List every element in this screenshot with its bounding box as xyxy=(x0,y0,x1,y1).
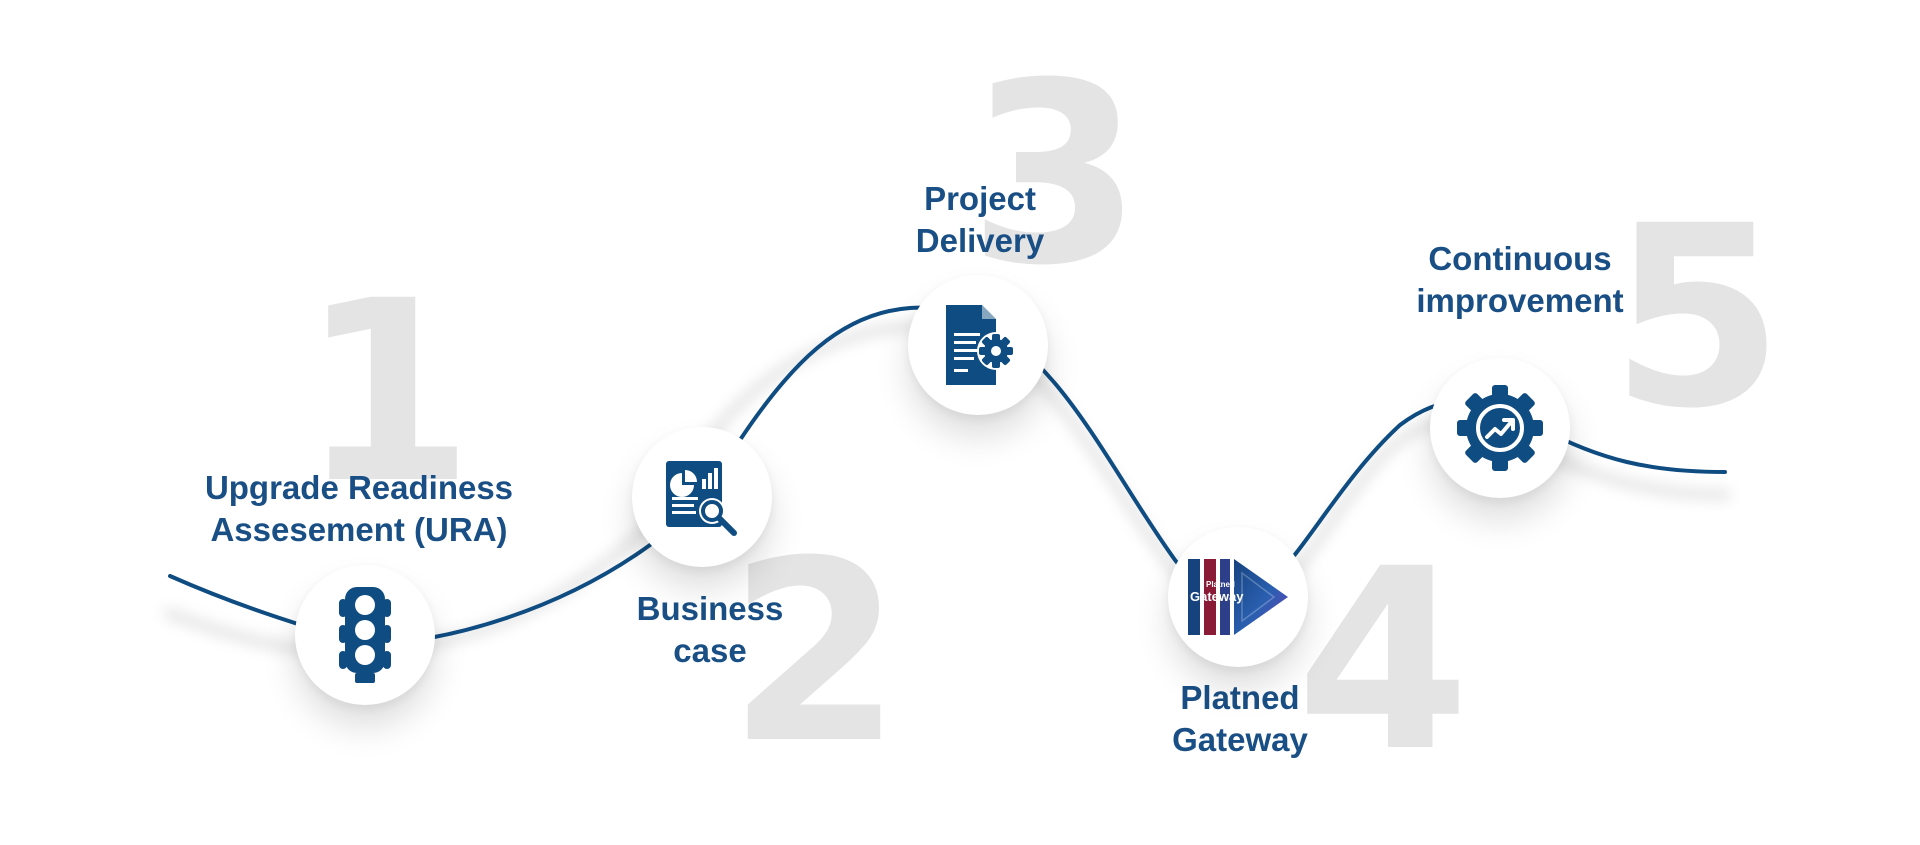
report-search-icon xyxy=(666,461,737,536)
step-label-1-line-1: Upgrade Readiness xyxy=(204,469,514,506)
step-label-2-line-1: Business xyxy=(636,590,784,627)
step-number-1: 1 xyxy=(300,247,474,538)
step-label-1: Upgrade Readiness Assesement (URA) xyxy=(193,467,525,551)
step-label-1-line-2: Assesement (URA) xyxy=(210,511,508,548)
logo-product-text: Gateway xyxy=(1190,589,1244,604)
step-node-1 xyxy=(295,565,435,705)
step-label-3: Project Delivery xyxy=(885,178,1075,262)
step-label-4-line-1: Platned xyxy=(1180,679,1300,716)
step-label-3-line-1: Project xyxy=(924,180,1036,217)
step-label-4-line-2: Gateway xyxy=(1172,721,1308,758)
step-node-5 xyxy=(1430,358,1570,498)
step-label-4: Platned Gateway xyxy=(1140,677,1340,761)
step-number-2: 2 xyxy=(728,507,902,798)
platned-gateway-logo: Platned Gateway xyxy=(1188,559,1288,635)
step-label-3-line-2: Delivery xyxy=(915,222,1045,259)
step-number-5: 5 xyxy=(1610,172,1784,463)
step-label-5-line-2: improvement xyxy=(1416,282,1624,319)
step-node-4: Platned Gateway xyxy=(1168,527,1308,667)
logo-brand-text: Platned xyxy=(1206,580,1235,589)
step-node-2 xyxy=(632,427,772,567)
step-node-3 xyxy=(908,275,1048,415)
traffic-light-icon xyxy=(339,587,391,683)
step-number-4: 4 xyxy=(1296,515,1470,806)
step-label-2-line-2: case xyxy=(673,632,747,669)
document-gear-icon xyxy=(946,305,1015,385)
step-label-5: Continuous improvement xyxy=(1400,238,1640,322)
step-label-2: Business case xyxy=(620,588,800,672)
step-label-5-line-1: Continuous xyxy=(1428,240,1612,277)
gear-growth-icon xyxy=(1457,385,1543,471)
step-number-3: 3 xyxy=(968,29,1142,320)
